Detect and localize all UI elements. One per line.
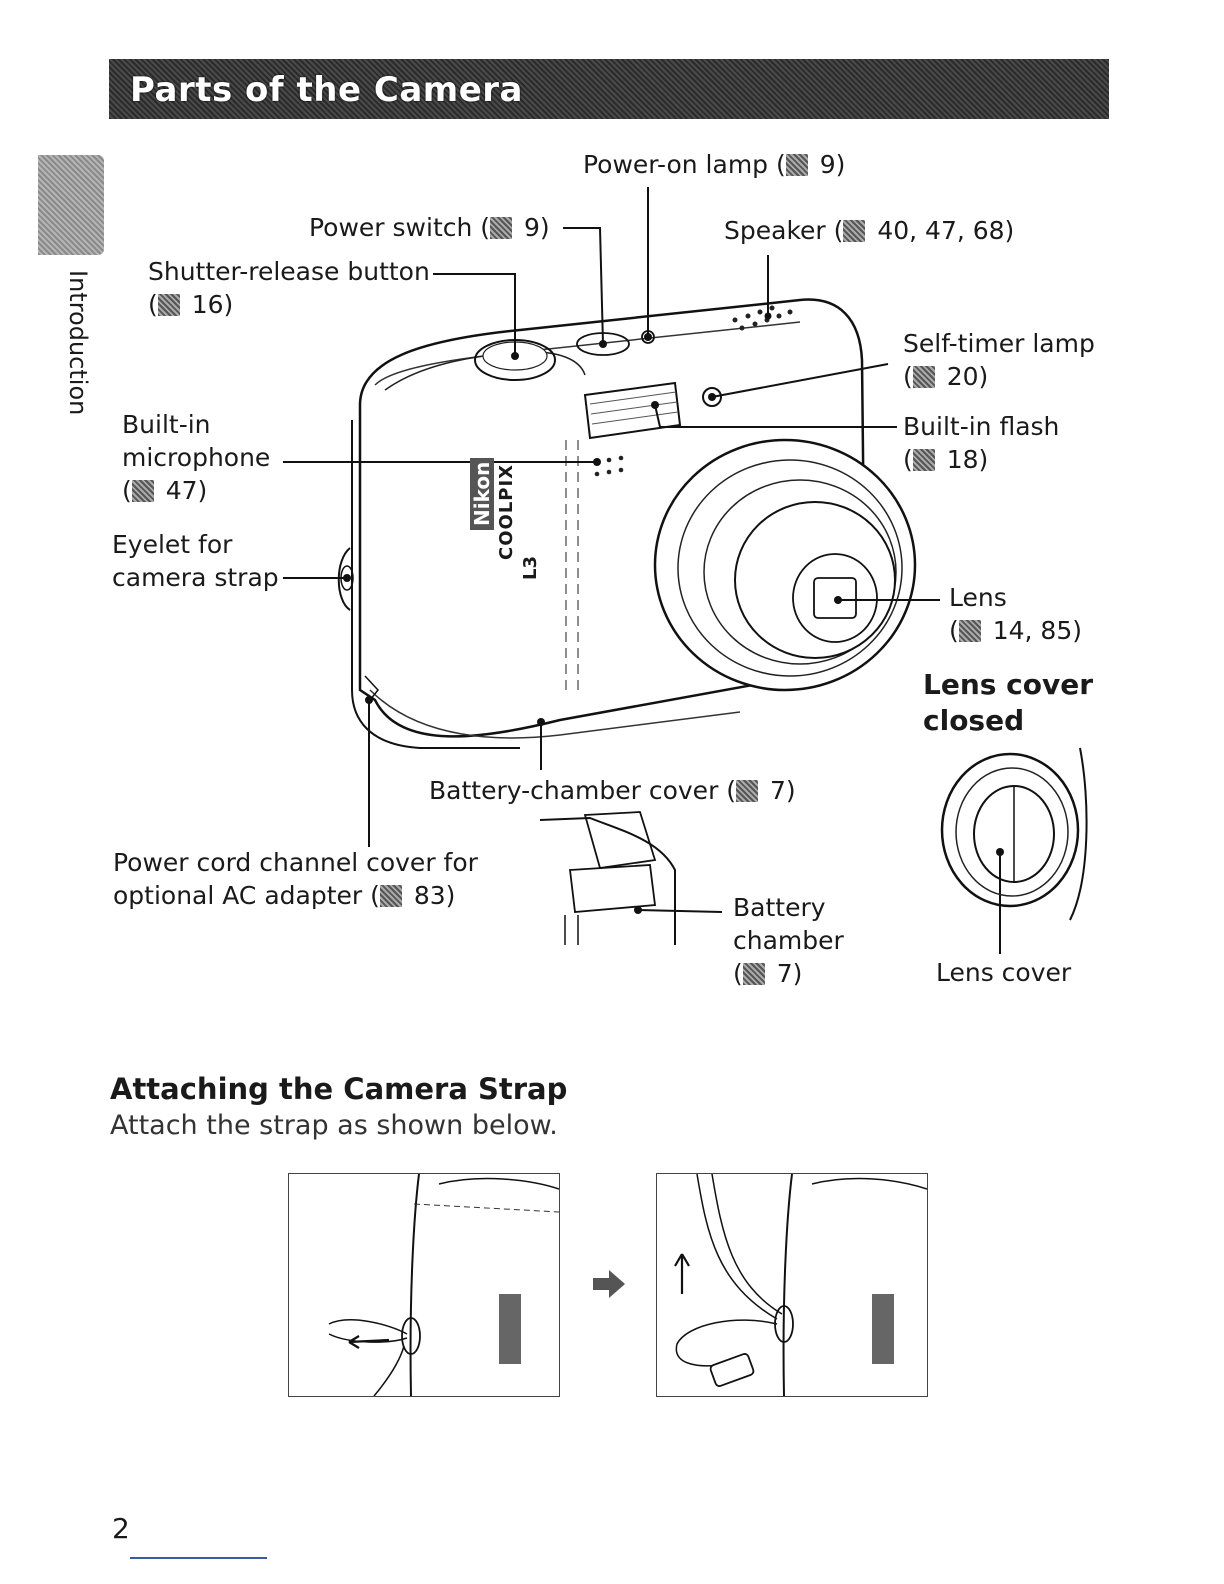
callout-self-timer-lamp: Self-timer lamp ( 20) bbox=[903, 329, 1095, 391]
callout-speaker: Speaker ( 40, 47, 68) bbox=[724, 214, 1014, 247]
callout-ref: 9) bbox=[516, 213, 550, 242]
callout-label: Lens cover bbox=[923, 668, 1094, 701]
callout-label-2: microphone bbox=[122, 443, 271, 472]
section-tab bbox=[38, 155, 104, 255]
strap-step-2-illustration bbox=[656, 1173, 928, 1397]
page-reference-icon bbox=[843, 220, 866, 242]
callout-label: Speaker ( bbox=[724, 216, 844, 245]
page-reference-icon bbox=[379, 885, 402, 907]
callout-label: Power cord channel cover for bbox=[113, 848, 478, 877]
footer-rule bbox=[130, 1557, 267, 1559]
callout-label: Shutter-release button bbox=[148, 257, 430, 286]
callout-label: Power switch ( bbox=[309, 213, 491, 242]
callout-label-2: closed bbox=[923, 704, 1025, 737]
section-heading: Attaching the Camera Strap bbox=[110, 1072, 568, 1106]
callout-label: Built-in flash bbox=[903, 412, 1060, 441]
callout-label: Power-on lamp ( bbox=[583, 150, 786, 179]
callout-eyelet: Eyelet for camera strap bbox=[112, 528, 279, 594]
next-step-arrow-icon bbox=[593, 1270, 625, 1298]
callout-label: Battery-chamber cover ( bbox=[429, 776, 737, 805]
callout-power-cord: Power cord channel cover for optional AC… bbox=[113, 846, 478, 912]
model-number-badge: L3 bbox=[520, 556, 541, 580]
page-reference-icon bbox=[131, 480, 154, 502]
callout-builtin-microphone: Built-in microphone ( 47) bbox=[122, 410, 271, 505]
model-badge: COOLPIX bbox=[496, 463, 517, 560]
page-reference-icon bbox=[958, 620, 981, 642]
page-reference-icon bbox=[490, 217, 513, 239]
callout-battery-chamber-cover: Battery-chamber cover ( 7) bbox=[429, 774, 796, 807]
callout-label-2: optional AC adapter ( bbox=[113, 881, 380, 910]
section-label: Introduction bbox=[64, 270, 92, 416]
page-reference-icon bbox=[785, 154, 808, 176]
callout-ref: 20) bbox=[938, 362, 989, 391]
callout-ref: 16) bbox=[183, 290, 234, 319]
callout-shutter-release: Shutter-release button ( 16) bbox=[148, 257, 430, 319]
page-reference-icon bbox=[736, 780, 759, 802]
callout-builtin-flash: Built-in flash ( 18) bbox=[903, 412, 1060, 474]
callout-label: Built-in bbox=[122, 410, 211, 439]
page-reference-icon bbox=[912, 366, 935, 388]
callout-power-switch: Power switch ( 9) bbox=[309, 211, 550, 244]
callout-label: Battery bbox=[733, 893, 826, 922]
page-title: Parts of the Camera bbox=[130, 70, 523, 110]
callout-ref: 40, 47, 68) bbox=[869, 216, 1015, 245]
callout-label: Self-timer lamp bbox=[903, 329, 1095, 358]
page-number: 2 bbox=[112, 1512, 130, 1545]
callout-ref: 83) bbox=[405, 881, 456, 910]
callout-label-2: chamber bbox=[733, 926, 844, 955]
callout-label: Lens cover bbox=[936, 958, 1072, 987]
callout-ref: 9) bbox=[811, 150, 846, 179]
page-reference-icon bbox=[742, 963, 765, 985]
callout-ref: 47) bbox=[157, 476, 208, 505]
callout-battery-chamber: Battery chamber ( 7) bbox=[733, 893, 844, 988]
callout-ref: 7) bbox=[762, 776, 796, 805]
callout-lens-cover-closed: Lens cover closed bbox=[923, 667, 1093, 739]
title-bar bbox=[109, 59, 1109, 119]
brand-badge: Nikon bbox=[470, 457, 494, 530]
callout-ref: 18) bbox=[938, 445, 989, 474]
page-reference-icon bbox=[157, 294, 180, 316]
callout-lens-cover: Lens cover bbox=[936, 956, 1071, 989]
callout-ref: 14, 85) bbox=[984, 616, 1082, 645]
page-reference-icon bbox=[912, 449, 935, 471]
callout-lens: Lens ( 14, 85) bbox=[949, 583, 1082, 645]
callout-label: Eyelet for bbox=[112, 530, 233, 559]
callout-power-on-lamp: Power-on lamp ( 9) bbox=[583, 148, 845, 181]
callout-label: Lens bbox=[949, 583, 1007, 612]
callout-ref: 7) bbox=[768, 959, 803, 988]
strap-step-1-illustration bbox=[288, 1173, 560, 1397]
callout-label-2: camera strap bbox=[112, 563, 279, 592]
section-body: Attach the strap as shown below. bbox=[110, 1110, 558, 1141]
